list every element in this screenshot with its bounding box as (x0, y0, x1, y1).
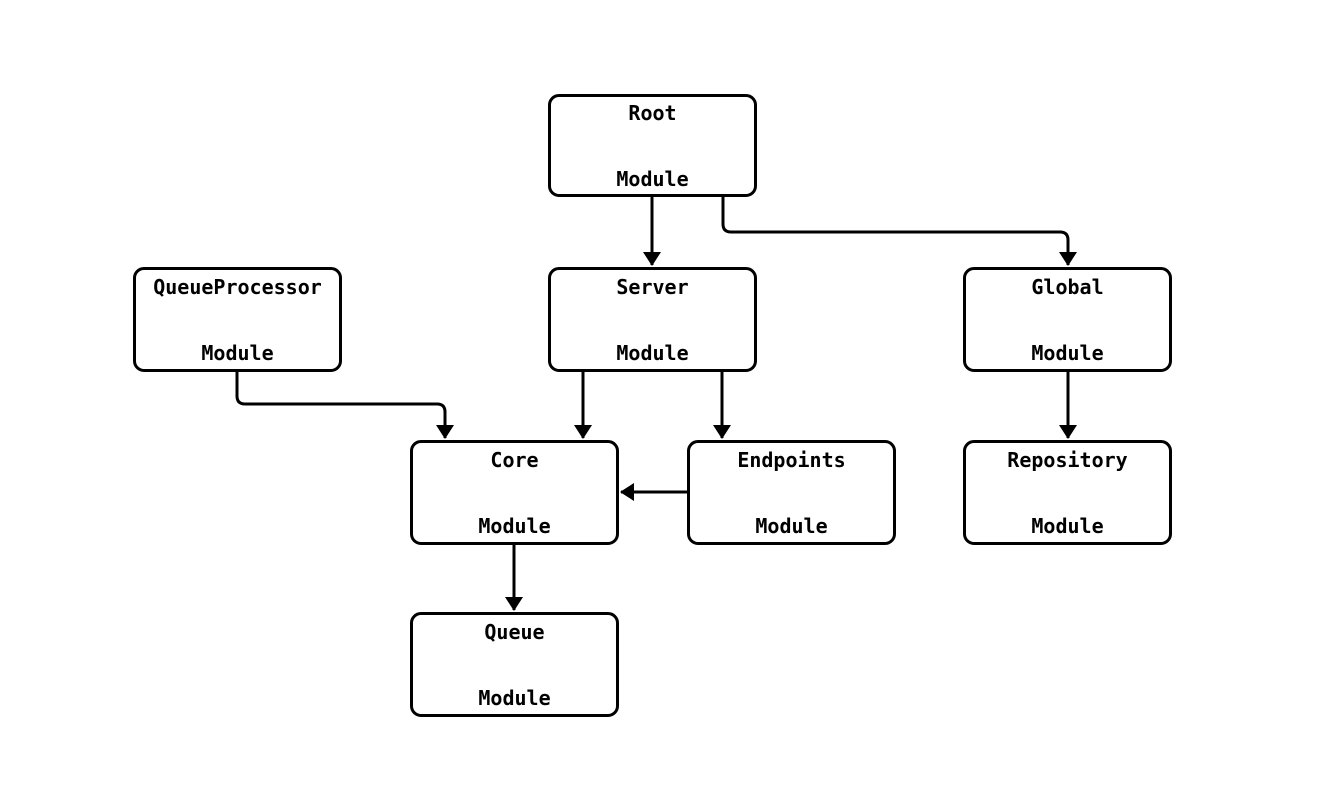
node-label-line: Module (616, 166, 689, 191)
node-label: Server Module (616, 232, 688, 408)
node-label-line: Repository (1007, 447, 1128, 472)
node-server-module: Server Module (548, 267, 757, 372)
node-root-module: Root Module (548, 94, 757, 197)
node-queueprocessor-module: QueueProcessor Module (133, 267, 342, 372)
edge-queueprocessor-to-core (235, 372, 454, 439)
node-repository-module: Repository Module (963, 440, 1172, 545)
node-label-line: Endpoints (737, 447, 846, 472)
edge-root-to-global (721, 197, 1077, 266)
node-label: Root Module (616, 58, 688, 234)
node-label: Queue Module (478, 577, 550, 753)
node-label-line: Server (616, 274, 689, 299)
node-label-line: Queue (484, 619, 545, 644)
node-global-module: Global Module (963, 267, 1172, 372)
node-label: Repository Module (1007, 405, 1127, 581)
node-label-line: Module (478, 513, 551, 538)
node-label-line: Core (490, 447, 539, 472)
node-label: QueueProcessor Module (153, 232, 322, 408)
node-label: Endpoints Module (737, 405, 845, 581)
node-label-line: Module (1031, 513, 1104, 538)
node-label-line: Module (755, 513, 828, 538)
node-label: Global Module (1031, 232, 1103, 408)
node-label: Core Module (478, 405, 550, 581)
node-label-line: Module (616, 340, 689, 365)
node-label-line: Global (1031, 274, 1104, 299)
node-endpoints-module: Endpoints Module (687, 440, 896, 545)
node-label-line: Module (1031, 340, 1104, 365)
node-label-line: Module (478, 685, 551, 710)
node-label-line: QueueProcessor (153, 274, 322, 299)
node-core-module: Core Module (410, 440, 619, 545)
node-label-line: Root (628, 100, 677, 125)
node-queue-module: Queue Module (410, 612, 619, 717)
node-label-line: Module (201, 340, 274, 365)
